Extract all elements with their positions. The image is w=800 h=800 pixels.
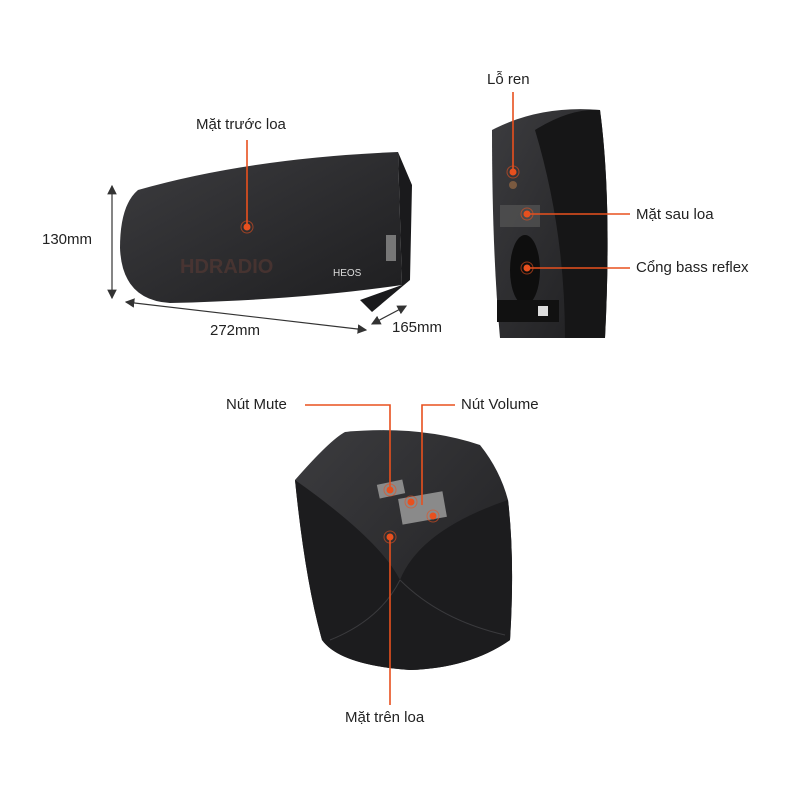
marker-dots — [243, 168, 531, 541]
height-label: 130mm — [42, 231, 93, 248]
top-speaker — [295, 430, 513, 670]
screw-hole-label: Lỗ ren — [487, 71, 530, 88]
bass-port-marker — [523, 264, 531, 272]
depth-dimension-line — [370, 305, 408, 325]
front-speaker: HEOS HDRADIO — [120, 152, 412, 312]
leader-lines — [246, 92, 630, 705]
watermark-logo: HDRADIO — [180, 256, 273, 278]
top-label: Mặt trên loa — [345, 709, 425, 726]
volume-up-marker — [429, 512, 437, 520]
mute-label: Nút Mute — [226, 396, 287, 413]
back-speaker — [492, 109, 608, 338]
top-marker — [386, 533, 394, 541]
back-label: Mặt sau loa — [636, 206, 714, 223]
volume-label: Nút Volume — [461, 396, 539, 413]
front-marker — [243, 223, 251, 231]
width-label: 272mm — [210, 322, 261, 339]
front-label: Mặt trước loa — [196, 116, 286, 133]
mute-marker — [386, 486, 394, 494]
bass-port-label: Cổng bass reflex — [636, 259, 749, 276]
screw-hole-marker — [509, 168, 517, 176]
volume-down-marker — [407, 498, 415, 506]
heos-badge: HEOS — [333, 268, 362, 279]
width-dimension-line — [124, 298, 368, 334]
back-marker — [523, 210, 531, 218]
depth-label: 165mm — [392, 319, 443, 336]
